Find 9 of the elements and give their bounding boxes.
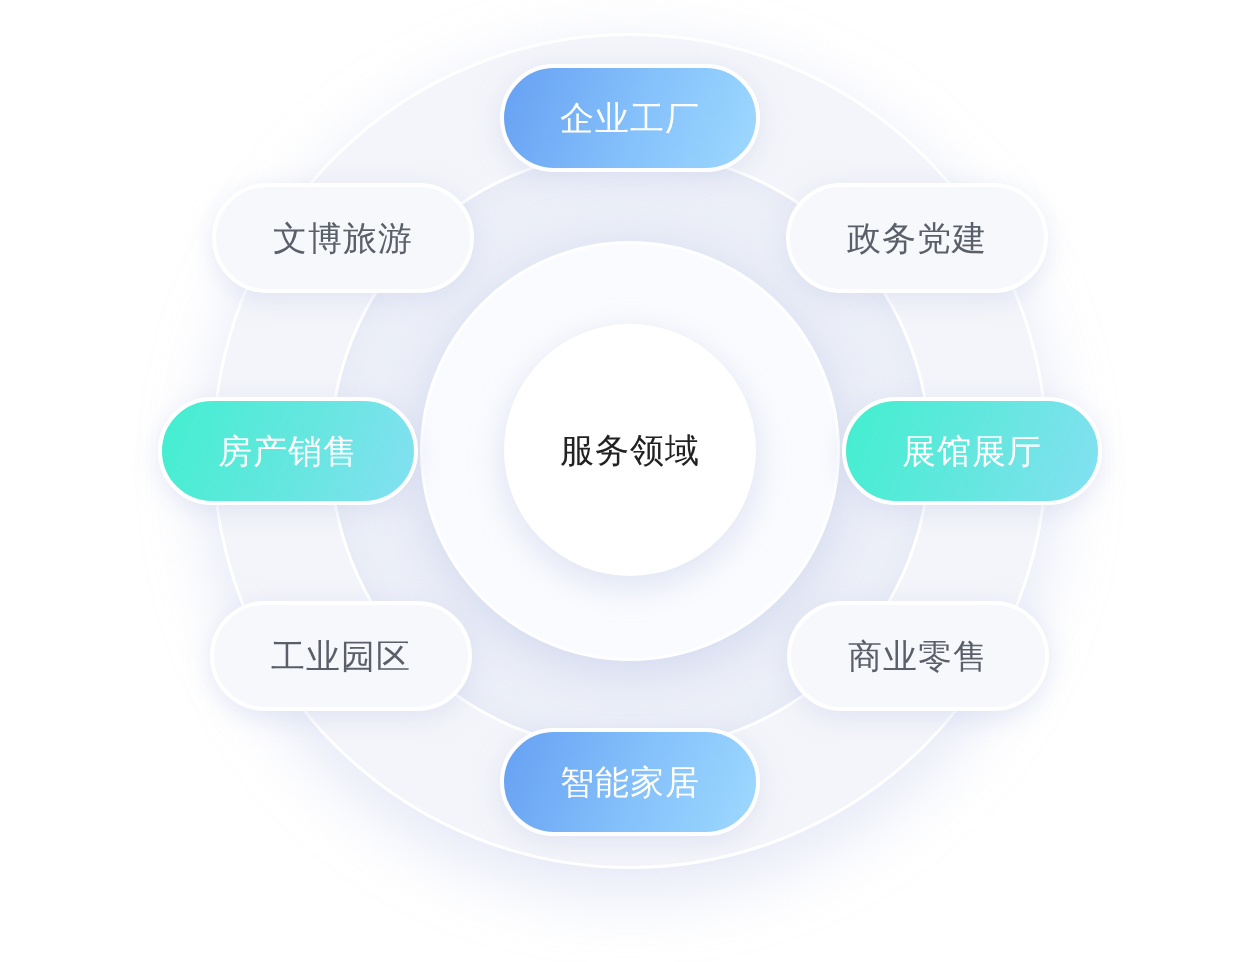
category-label: 企业工厂 [560,98,700,138]
category-label: 展馆展厅 [902,431,1042,471]
category-label: 文博旅游 [273,218,413,258]
category-label: 房产销售 [218,431,358,471]
category-label: 智能家居 [560,762,700,802]
center-label: 服务领域 [560,430,700,470]
category-label: 商业零售 [848,636,988,676]
category-label: 工业园区 [271,636,411,676]
category-label: 政务党建 [847,218,987,258]
